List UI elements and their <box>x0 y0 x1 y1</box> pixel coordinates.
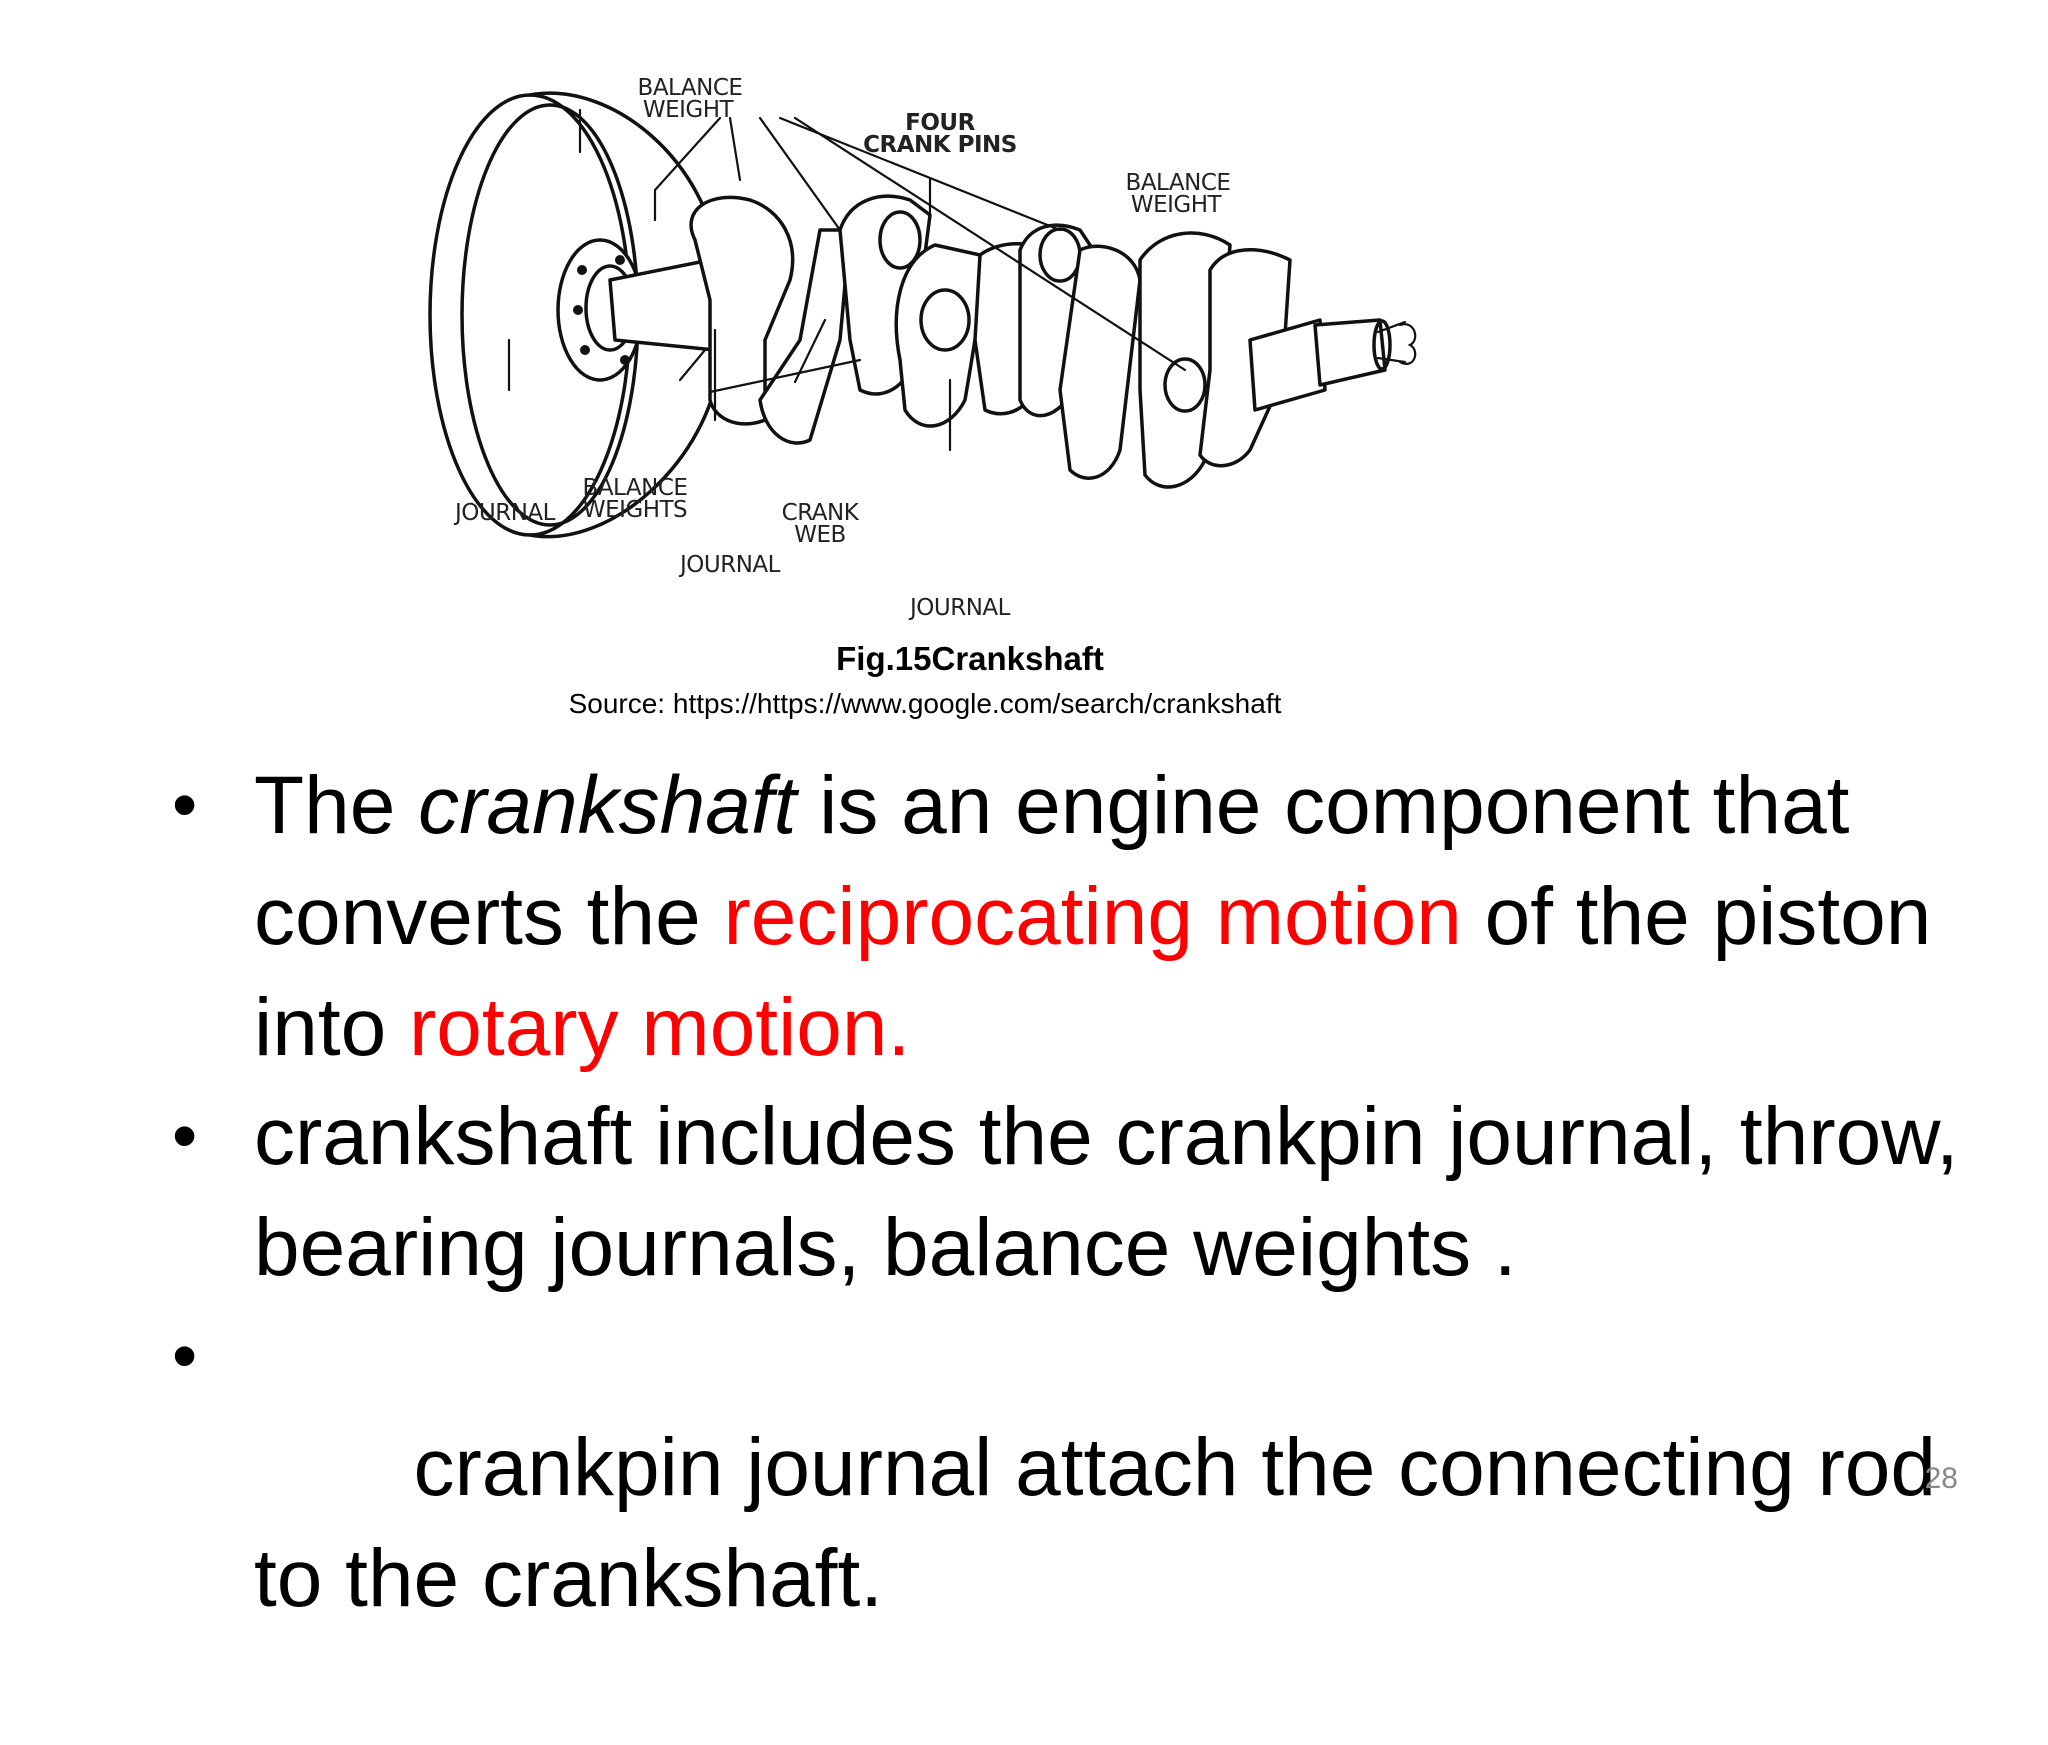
bullet-1-italic-term: crankshaft <box>418 760 797 851</box>
svg-text:BALANCE: BALANCE <box>583 475 688 501</box>
label-balance-weights-line2: WEIGHTS <box>583 497 687 523</box>
bullet-3-text: crankpin journal attach the connecting r… <box>254 1422 1959 1624</box>
label-balance-weight-left-line2: WEIGHT <box>643 97 735 123</box>
label-four-crank-pins-line1: FOUR <box>905 110 975 136</box>
slide: BALANCE WEIGHT FOUR CRANK PINS BALANCE W… <box>172 75 1959 1624</box>
bullet-1-text-b: is an engine component that converts the <box>254 760 1850 962</box>
label-four-crank-pins-line2: CRANK PINS <box>863 132 1017 158</box>
figure-caption: Fig.15Crankshaft <box>836 640 1104 677</box>
bullet-list: • The crankshaft is an engine component t… <box>160 750 2000 1745</box>
bullet-1-text-c: of the piston into <box>254 871 1932 1073</box>
svg-text:BALANCE: BALANCE <box>638 75 743 101</box>
bullet-marker: • <box>172 1096 198 1176</box>
bullet-item-2: • crankshaft includes the crankpin journa… <box>160 1081 2000 1303</box>
leader-lines <box>507 108 1187 452</box>
svg-text:BALANCE: BALANCE <box>1126 170 1231 196</box>
crankshaft-diagram: BALANCE WEIGHT FOUR CRANK PINS BALANCE W… <box>428 75 1417 621</box>
svg-text:FOUR: FOUR <box>905 110 975 136</box>
bullet-marker: • <box>172 1316 198 1396</box>
bullet-1-highlight-reciprocating: reciprocating motion <box>723 871 1462 962</box>
label-journal-center: JOURNAL <box>678 552 781 578</box>
diagram-labels: BALANCE WEIGHT FOUR CRANK PINS BALANCE W… <box>453 75 1231 621</box>
svg-text:CRANK: CRANK <box>782 500 860 526</box>
svg-text:WEB: WEB <box>794 522 846 548</box>
label-crank-web-line2: WEB <box>794 522 846 548</box>
slide-number: 28 <box>1924 1462 1958 1495</box>
crank-webs <box>689 194 1292 489</box>
label-balance-weight-left-line1: BALANCE <box>638 75 743 101</box>
bullet-1-text-a: The <box>254 760 419 851</box>
rear-shaft <box>1248 318 1417 412</box>
label-balance-weight-right-line1: BALANCE <box>1126 170 1231 196</box>
bullet-2-text: crankshaft includes the crankpin journal… <box>254 1091 1959 1293</box>
bullet-1-highlight-rotary: rotary motion. <box>409 982 911 1073</box>
svg-text:WEIGHTS: WEIGHTS <box>583 497 687 523</box>
label-crank-web-line1: CRANK <box>782 500 860 526</box>
figure-source: Source: https://https://www.google.com/s… <box>568 688 1282 719</box>
label-balance-weight-right-line2: WEIGHT <box>1131 192 1223 218</box>
svg-text:WEIGHT: WEIGHT <box>1131 192 1223 218</box>
label-balance-weights-line1: BALANCE <box>583 475 688 501</box>
bullet-item-1: • The crankshaft is an engine component t… <box>160 750 2000 1083</box>
svg-text:CRANK PINS: CRANK PINS <box>863 132 1017 158</box>
label-journal-left: JOURNAL <box>453 500 556 526</box>
bullet-marker: • <box>172 765 198 845</box>
label-journal-right: JOURNAL <box>908 595 1011 621</box>
svg-text:WEIGHT: WEIGHT <box>643 97 735 123</box>
bullet-item-3: • crankpin journal attach the connecting… <box>160 1301 2000 1745</box>
